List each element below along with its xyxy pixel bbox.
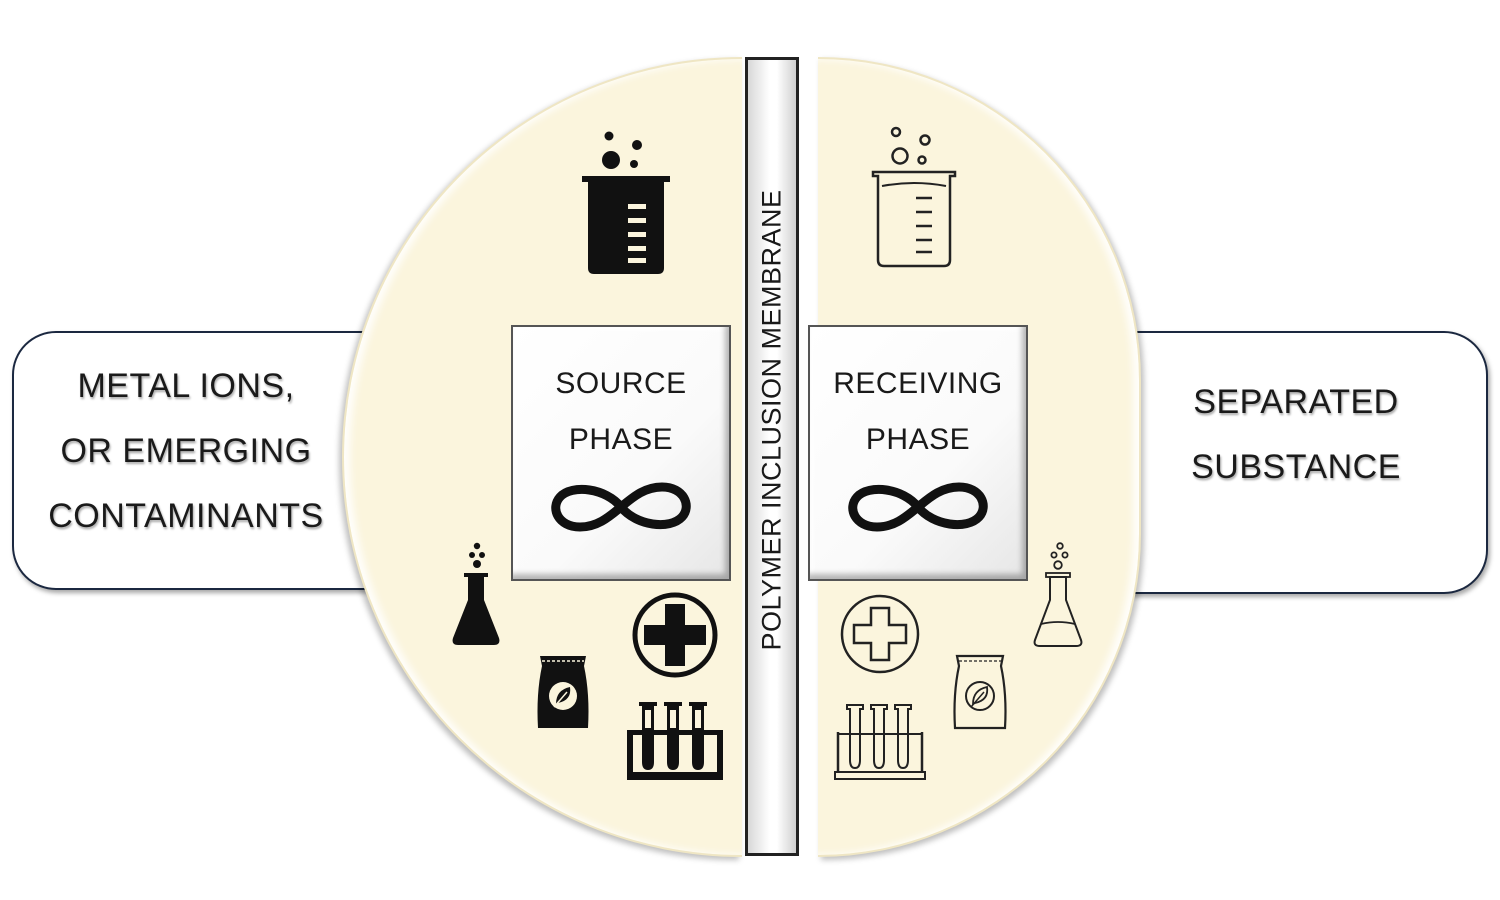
fertilizer-bag-filled-icon: [537, 656, 589, 728]
receiving-phase-box: RECEIVING PHASE: [808, 325, 1028, 581]
flask-filled-icon: [452, 542, 500, 645]
test-tubes-filled-icon: [627, 702, 723, 780]
beaker-outline-icon: [871, 126, 957, 268]
infinity-icon: [551, 482, 691, 532]
output-label-line-2: SUBSTANCE: [1191, 448, 1401, 486]
output-label-line-1: SEPARATED: [1193, 383, 1399, 421]
beaker-filled-icon: [582, 131, 670, 274]
medical-cross-outline-icon: [840, 594, 920, 674]
membrane-label: POLYMER INCLUSION MEMBRANE: [756, 189, 787, 651]
input-label-line-3: CONTAMINANTS: [48, 497, 324, 535]
source-phase-box: SOURCE PHASE: [511, 325, 731, 581]
source-phase-line-2: PHASE: [568, 423, 674, 456]
medical-cross-filled-icon: [632, 592, 718, 678]
membrane-bar: [745, 57, 799, 856]
receiving-phase-line-2: PHASE: [865, 423, 971, 456]
receiving-phase-line-1: RECEIVING: [833, 367, 1003, 400]
fertilizer-bag-outline-icon: [953, 654, 1007, 730]
infinity-icon: [848, 482, 988, 532]
flask-outline-icon: [1033, 542, 1083, 647]
input-label-line-2: OR EMERGING: [60, 432, 312, 470]
source-phase-line-1: SOURCE: [555, 367, 687, 400]
input-label-line-1: METAL IONS,: [77, 367, 295, 405]
test-tubes-outline-icon: [834, 704, 926, 780]
